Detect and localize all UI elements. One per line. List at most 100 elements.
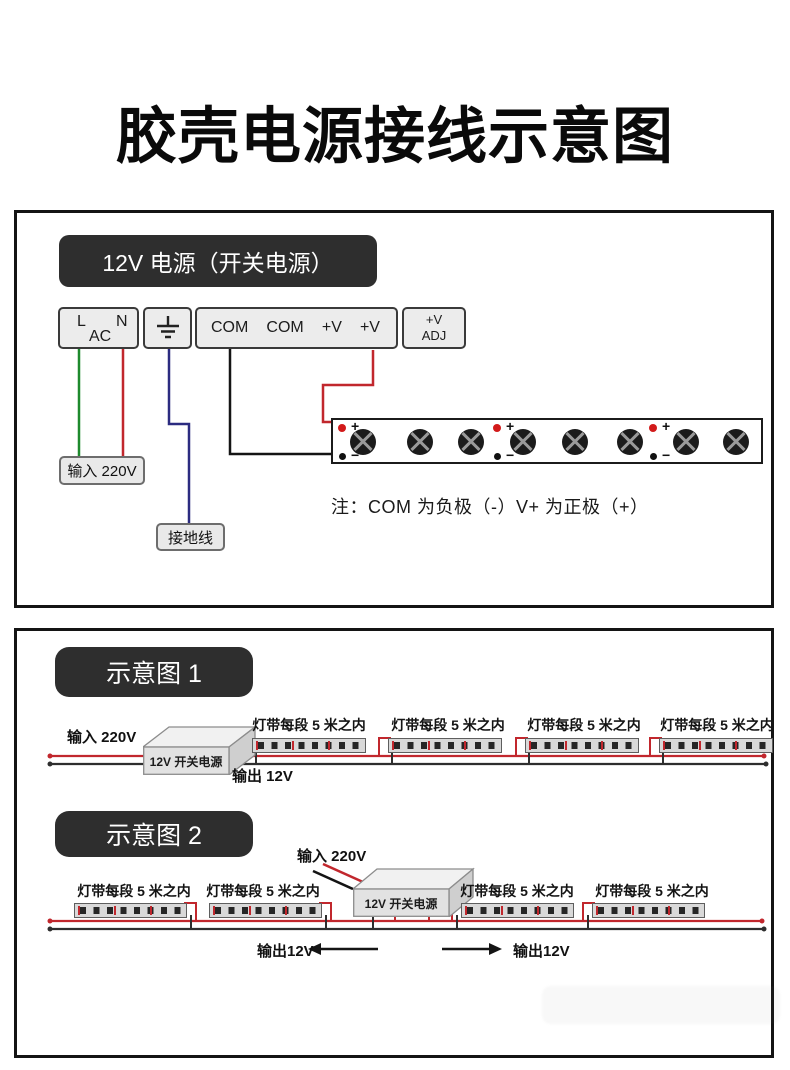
page-title: 胶壳电源接线示意图 xyxy=(115,102,674,170)
led-dots xyxy=(392,741,498,750)
psu-3d-box: 12V 开关电源 xyxy=(143,725,257,775)
terminal-com2-label: COM xyxy=(266,319,304,336)
led-strip xyxy=(592,903,705,918)
ground-icon xyxy=(156,316,179,339)
terminal-com1-label: COM xyxy=(211,319,249,336)
led-dots xyxy=(256,741,362,750)
bus-end-dot xyxy=(761,753,767,759)
terminal-v2-label: +V xyxy=(359,319,380,336)
led-dots xyxy=(78,906,183,915)
psu-3d-box: 12V 开关电源 xyxy=(353,867,477,917)
screw-icon xyxy=(510,429,536,455)
bus-end-dot xyxy=(763,761,769,767)
led-strip-caption: 灯带每段 5 米之内 xyxy=(595,883,709,899)
polarity-minus-dot xyxy=(494,453,501,460)
strip-feed-red xyxy=(649,737,662,756)
psu-front-face xyxy=(353,888,450,917)
d2-input-wire-red xyxy=(322,862,364,884)
adj-label-line1: +V xyxy=(425,311,443,327)
bus-end-dot xyxy=(761,926,767,932)
diagram1-output-label: 输出 12V xyxy=(232,768,293,785)
polarity-plus-label: + xyxy=(506,418,515,434)
strip-feed-red xyxy=(582,902,595,921)
com-wire xyxy=(228,349,337,456)
bus-end-dot xyxy=(47,753,53,759)
psu-label: 12V 开关电源 xyxy=(149,754,223,769)
strip-feed-red xyxy=(319,902,332,921)
ground-chip: 接地线 xyxy=(156,523,225,551)
strip-feed-red xyxy=(515,737,528,756)
led-strip xyxy=(388,738,502,753)
polarity-plus-dot xyxy=(649,424,657,432)
psu-label: 12V 开关电源 xyxy=(364,896,438,911)
psu-title-badge: 12V 电源（开关电源） xyxy=(59,235,377,287)
led-strip-caption: 灯带每段 5 米之内 xyxy=(527,717,641,733)
polarity-note: 注：COM 为负极（-）V+ 为正极（+） xyxy=(331,497,649,517)
led-strip xyxy=(252,738,366,753)
led-strip-caption: 灯带每段 5 米之内 xyxy=(660,717,774,733)
polarity-minus-dot xyxy=(650,453,657,460)
bus-end-dot xyxy=(47,926,53,932)
terminal-block-ground xyxy=(143,307,192,349)
terminal-ac-label: AC xyxy=(89,328,112,345)
led-strip-caption: 灯带每段 5 米之内 xyxy=(391,717,505,733)
polarity-minus-label: − xyxy=(662,447,671,463)
strip-feed-red xyxy=(184,902,197,921)
polarity-minus-label: − xyxy=(506,447,515,463)
screw-icon xyxy=(407,429,433,455)
bus-end-dot xyxy=(759,918,765,924)
polarity-minus-label: − xyxy=(351,447,360,463)
polarity-plus-dot xyxy=(338,424,346,432)
terminal-n-label: N xyxy=(116,313,128,330)
adj-label-line2: ADJ xyxy=(421,328,447,343)
screw-icon xyxy=(350,429,376,455)
wires-svg xyxy=(77,349,375,523)
diagram2-badge: 示意图 2 xyxy=(55,811,253,857)
d2-input-wire-black xyxy=(312,869,354,891)
led-strip xyxy=(209,903,322,918)
led-strip-caption: 灯带每段 5 米之内 xyxy=(77,883,191,899)
terminal-block-adj: +V ADJ xyxy=(402,307,466,349)
led-strip xyxy=(461,903,574,918)
installation-panel: 示意图 1 输入 220V 12V 开关电源 输出 12V 灯带每段 5 米之内… xyxy=(14,628,780,1058)
polarity-plus-label: + xyxy=(351,418,360,434)
led-strip xyxy=(74,903,187,918)
led-dots xyxy=(596,906,701,915)
terminal-v1-label: +V xyxy=(321,319,342,336)
output-left-arrowhead xyxy=(308,943,321,955)
led-strip xyxy=(659,738,773,753)
output-right-arrowhead xyxy=(489,943,502,955)
led-dots xyxy=(663,741,769,750)
diagram1-input-label: 输入 220V xyxy=(67,729,137,746)
psu-front-face xyxy=(143,746,230,775)
psu-wiring-panel: 12V 电源（开关电源） L N AC COM COM +V +V xyxy=(14,210,774,608)
screw-icon xyxy=(673,429,699,455)
strip-feed-red xyxy=(378,737,391,756)
screw-icon xyxy=(723,429,749,455)
led-strip-caption: 灯带每段 5 米之内 xyxy=(460,883,574,899)
diagram2-output-left-label: 输出12V xyxy=(257,943,314,960)
led-dots xyxy=(529,741,635,750)
ground-wire xyxy=(167,349,191,523)
led-strip xyxy=(525,738,639,753)
polarity-plus-label: + xyxy=(662,418,671,434)
diagram2-output-right-label: 输出12V xyxy=(513,943,570,960)
screw-icon xyxy=(562,429,588,455)
terminal-block-output: COM COM +V +V xyxy=(195,307,398,349)
watermark xyxy=(542,986,780,1024)
diagram1-badge: 示意图 1 xyxy=(55,647,253,697)
terminal-l-label: L xyxy=(77,313,86,330)
led-dots xyxy=(465,906,570,915)
terminal-block-ac: L N AC xyxy=(58,307,139,349)
led-strip-caption: 灯带每段 5 米之内 xyxy=(206,883,320,899)
screw-icon xyxy=(617,429,643,455)
polarity-plus-dot xyxy=(493,424,501,432)
polarity-minus-dot xyxy=(339,453,346,460)
bus-end-dot xyxy=(47,761,53,767)
led-dots xyxy=(213,906,318,915)
diagram2-input-label: 输入 220V xyxy=(297,848,367,865)
bus-end-dot xyxy=(47,918,53,924)
led-strip-caption: 灯带每段 5 米之内 xyxy=(252,717,366,733)
terminal-strip: + − + − + − xyxy=(331,418,763,464)
